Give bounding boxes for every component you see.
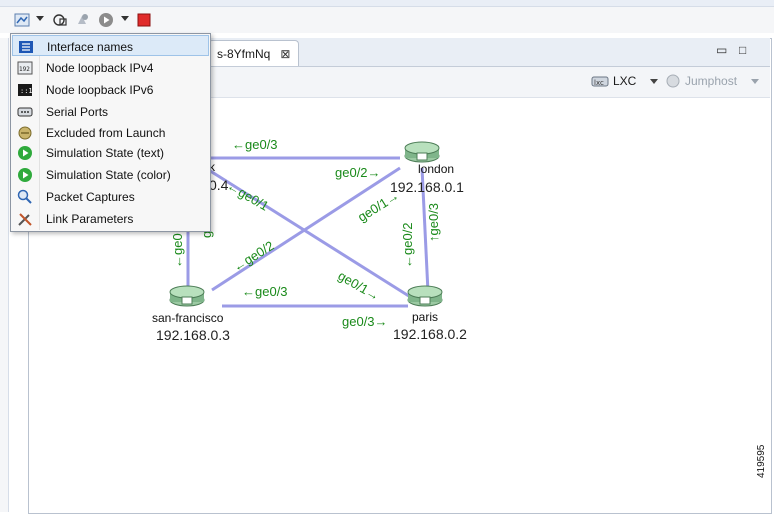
menu-item-label: Simulation State (text)	[46, 146, 165, 160]
jumphost-dropdown-icon[interactable]	[751, 78, 760, 84]
svg-text:192: 192	[19, 66, 30, 73]
lxc-label: LXC	[613, 74, 637, 88]
refresh-icon[interactable]	[50, 11, 70, 29]
router-london-icon[interactable]	[404, 141, 440, 163]
jumphost-icon	[666, 74, 680, 88]
sim-state-text-icon	[16, 144, 33, 161]
link-params-icon	[16, 210, 33, 227]
editor-tab-label: s-8YfmNq	[217, 46, 271, 61]
jumphost-label: Jumphost	[685, 74, 738, 88]
menu-item-interface-names[interactable]: Interface names	[12, 35, 209, 56]
maximize-icon[interactable]: □	[739, 43, 747, 57]
ipv6-icon: ::1	[16, 81, 33, 98]
menu-item-label: Link Parameters	[46, 212, 134, 226]
iface-label-london-paris: ↑ge0/3	[426, 202, 441, 242]
menu-item-packet-captures[interactable]: Packet Captures	[12, 186, 209, 207]
recycle-icon[interactable]	[72, 11, 92, 29]
top-strip	[0, 0, 774, 7]
tab-close-icon[interactable]: ⊠	[280, 46, 291, 61]
lxc-icon: lxc	[591, 76, 609, 87]
node-ip-sanfrancisco: 192.168.0.3	[156, 327, 230, 343]
iface-label-ny-sf-a: ←ge0	[170, 233, 185, 268]
menu-item-label: Node loopback IPv4	[46, 61, 154, 75]
node-label-sanfrancisco: san-francisco	[152, 311, 224, 325]
menu-item-label: Serial Ports	[46, 105, 109, 119]
jumphost-button[interactable]: Jumphost	[665, 74, 760, 88]
lxc-button[interactable]: lxc LXC	[591, 74, 659, 88]
menu-item-excluded-from-launch[interactable]: Excluded from Launch	[12, 122, 209, 143]
link-london-paris[interactable]	[420, 167, 430, 293]
menu-item-label: Node loopback IPv6	[46, 83, 154, 97]
router-paris-icon[interactable]	[407, 285, 443, 307]
node-label-newyork: k	[209, 160, 215, 174]
display-options-dropdown-icon[interactable]	[36, 16, 44, 21]
excluded-icon	[16, 124, 33, 141]
menu-item-loopback-ipv6[interactable]: ::1 Node loopback IPv6	[12, 79, 209, 100]
stop-icon[interactable]	[136, 11, 152, 29]
node-label-london: london	[418, 162, 455, 176]
sim-state-color-icon	[16, 166, 33, 183]
menu-item-label: Packet Captures	[46, 190, 135, 204]
editor-tab[interactable]: s-8YfmNq ⊠	[208, 40, 300, 66]
play-dropdown-icon[interactable]	[121, 16, 129, 21]
menu-item-label: Simulation State (color)	[46, 168, 171, 182]
menu-item-label: Excluded from Launch	[46, 126, 166, 140]
left-panel-edge	[0, 38, 9, 512]
menu-item-simulation-state-color[interactable]: Simulation State (color)	[12, 164, 209, 185]
ipv4-icon: 192	[16, 59, 33, 76]
iface-label-paris-london: ←ge0/2	[400, 222, 415, 268]
menu-item-loopback-ipv4[interactable]: 192 Node loopback IPv4	[12, 57, 209, 78]
iface-label-ny-london: ←ge0/3	[232, 137, 278, 152]
router-sanfrancisco-icon[interactable]	[169, 285, 205, 307]
node-label-paris: paris	[412, 310, 439, 324]
display-options-icon[interactable]	[12, 11, 32, 29]
node-ip-newyork: 0.4	[209, 177, 229, 193]
iface-label-london-ny: ge0/2→	[335, 165, 381, 180]
minimize-icon[interactable]: ▭	[716, 43, 728, 57]
menu-icon-separator	[39, 35, 40, 230]
iface-label-paris-sf: ge0/3→	[342, 314, 388, 329]
menu-item-link-parameters[interactable]: Link Parameters	[12, 208, 209, 229]
link-london-sf[interactable]	[211, 166, 401, 292]
menu-item-serial-ports[interactable]: Serial Ports	[12, 101, 209, 122]
packet-capture-icon	[16, 188, 33, 205]
svg-text:lxc: lxc	[594, 79, 604, 87]
menu-item-label: Interface names	[47, 40, 134, 54]
node-ip-london: 192.168.0.1	[390, 179, 464, 195]
display-options-menu: Interface names 192 Node loopback IPv4 :…	[10, 33, 211, 232]
node-ip-paris: 192.168.0.2	[393, 326, 467, 342]
interface-names-icon	[17, 38, 34, 55]
lxc-dropdown-icon[interactable]	[650, 78, 659, 84]
svg-text:::1: ::1	[20, 87, 33, 95]
serial-port-icon	[16, 103, 33, 120]
main-toolbar	[0, 7, 774, 33]
menu-item-simulation-state-text[interactable]: Simulation State (text)	[12, 142, 209, 163]
iface-label-sf-paris: ←ge0/3	[242, 284, 288, 299]
figure-id: 419595	[756, 444, 767, 478]
play-icon[interactable]	[96, 11, 116, 29]
